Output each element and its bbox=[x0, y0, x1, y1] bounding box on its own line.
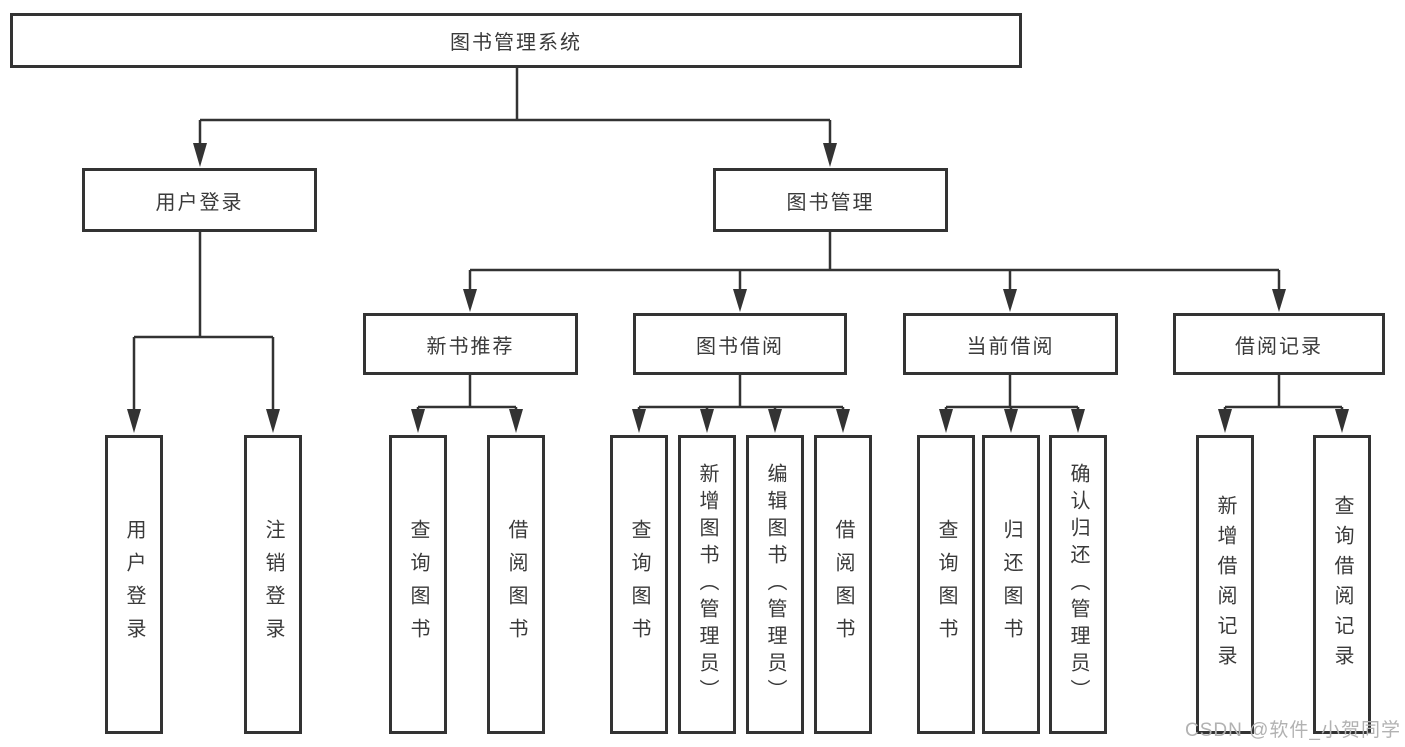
leaf-add-borrow-record: 新增借阅记录 bbox=[1196, 435, 1254, 734]
leaf-current-query-books: 查询图书 bbox=[917, 435, 975, 734]
node-label: 新增借阅记录 bbox=[1214, 494, 1236, 675]
node-label: 归还图书 bbox=[1000, 518, 1022, 651]
node-label: 注销登录 bbox=[262, 518, 284, 651]
leaf-borrow-query-books: 查询图书 bbox=[610, 435, 668, 734]
node-label: 图书管理系统 bbox=[450, 32, 582, 54]
node-label: 借阅图书 bbox=[505, 518, 527, 651]
node-label: 新增图书（管理员） bbox=[696, 463, 718, 706]
leaf-query-borrow-record: 查询借阅记录 bbox=[1313, 435, 1371, 734]
node-label: 借阅记录 bbox=[1235, 335, 1323, 358]
leaf-borrow-books: 借阅图书 bbox=[814, 435, 872, 734]
leaf-recommend-query-books: 查询图书 bbox=[389, 435, 447, 734]
node-label: 用户登录 bbox=[123, 518, 145, 651]
leaf-recommend-borrow-books: 借阅图书 bbox=[487, 435, 545, 734]
leaf-edit-books-admin: 编辑图书（管理员） bbox=[746, 435, 804, 734]
leaf-confirm-return-admin: 确认归还（管理员） bbox=[1049, 435, 1107, 734]
node-current-borrowing: 当前借阅 bbox=[903, 313, 1118, 375]
node-book-management: 图书管理 bbox=[713, 168, 948, 232]
node-user-login: 用户登录 bbox=[82, 168, 317, 232]
node-label: 用户登录 bbox=[155, 191, 244, 214]
node-label: 查询借阅记录 bbox=[1331, 494, 1353, 675]
node-label: 查询图书 bbox=[407, 518, 429, 651]
node-library-system: 图书管理系统 bbox=[10, 13, 1022, 68]
node-label: 编辑图书（管理员） bbox=[764, 463, 786, 706]
node-new-book-recommend: 新书推荐 bbox=[363, 313, 578, 375]
node-label: 新书推荐 bbox=[426, 335, 515, 358]
node-label: 查询图书 bbox=[935, 518, 957, 651]
node-borrowing-records: 借阅记录 bbox=[1173, 313, 1385, 375]
node-label: 当前借阅 bbox=[966, 335, 1055, 358]
leaf-add-books-admin: 新增图书（管理员） bbox=[678, 435, 736, 734]
node-label: 图书管理 bbox=[786, 191, 875, 214]
node-label: 确认归还（管理员） bbox=[1067, 463, 1089, 706]
node-label: 借阅图书 bbox=[832, 518, 854, 651]
node-label: 图书借阅 bbox=[696, 335, 784, 358]
leaf-user-login: 用户登录 bbox=[105, 435, 163, 734]
node-label: 查询图书 bbox=[628, 518, 650, 651]
leaf-return-books: 归还图书 bbox=[982, 435, 1040, 734]
csdn-watermark: CSDN @软件_小贺同学 bbox=[1185, 720, 1401, 741]
leaf-logout: 注销登录 bbox=[244, 435, 302, 734]
node-book-borrowing: 图书借阅 bbox=[633, 313, 847, 375]
